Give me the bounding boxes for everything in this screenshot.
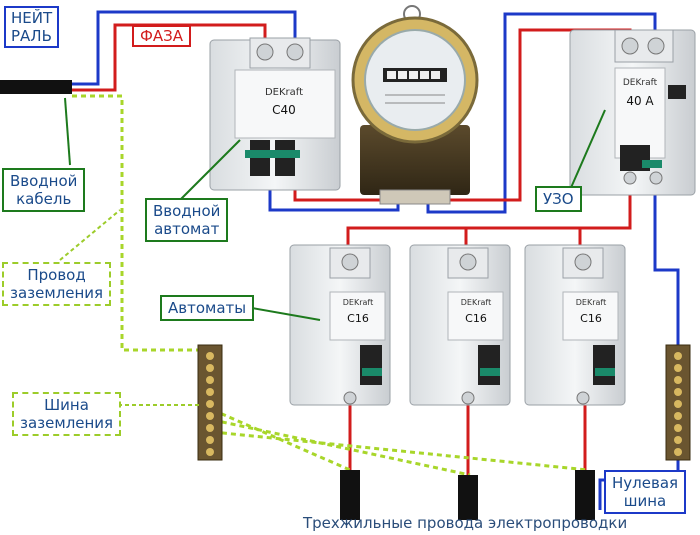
neutral-bus — [665, 344, 691, 461]
electricity-meter — [351, 5, 479, 205]
input-breaker-label-line2: автомат — [154, 220, 220, 238]
rcd-marking: 40 A — [626, 94, 654, 108]
neutral-bus-label-line2: шина — [623, 492, 667, 510]
branch-breaker-2: DEKraft C16 — [409, 244, 511, 406]
input-breaker-marking: C40 — [272, 103, 296, 117]
ground-wires — [72, 94, 589, 477]
input-cable-label-line1: Вводной — [10, 172, 78, 190]
breakers-label: Автоматы — [160, 295, 255, 321]
branch-breaker-3: DEKraft C16 — [524, 244, 626, 406]
ground-wire-label-line1: Провод — [27, 266, 86, 284]
input-cable-label-line2: кабель — [16, 190, 72, 208]
ground-bus-label-line2: заземления — [20, 414, 114, 432]
neutral-rail-label: НЕЙТ РАЛЬ — [4, 6, 60, 48]
neutral-bus-label-line1: Нулевая — [612, 474, 679, 492]
input-cable — [0, 80, 72, 94]
ground-wire-label: Провод заземления — [2, 262, 112, 306]
input-breaker-label-line1: Вводной — [153, 202, 221, 220]
rcd-label: УЗО — [535, 186, 582, 212]
ground-bus-label-line1: Шина — [44, 396, 89, 414]
rcd-brand: DEKraft — [623, 78, 658, 88]
branch-breaker-2-brand: DEKraft — [461, 298, 491, 307]
input-cable-label: Вводной кабель — [2, 168, 86, 212]
branch-breaker-3-marking: C16 — [580, 312, 602, 325]
output-cables — [340, 470, 595, 520]
input-breaker-brand: DEKraft — [265, 87, 303, 98]
neutral-rail-label-line2: РАЛЬ — [11, 27, 52, 45]
ground-bus — [197, 344, 223, 461]
phase-label: ФАЗА — [132, 25, 192, 47]
branch-breaker-1-brand: DEKraft — [343, 298, 373, 307]
input-breaker: DEKraft C40 — [209, 37, 341, 191]
branch-breaker-1: DEKraft C16 — [289, 244, 391, 406]
branch-breaker-2-marking: C16 — [465, 312, 487, 325]
branch-breaker-3-brand: DEKraft — [576, 298, 606, 307]
rcd-device: DEKraft 40 A — [569, 29, 696, 196]
input-breaker-label: Вводной автомат — [145, 198, 229, 242]
branch-breaker-1-marking: C16 — [347, 312, 369, 325]
ground-bus-label: Шина заземления — [12, 392, 122, 436]
bottom-caption: Трехжильные провода электропроводки — [303, 514, 628, 532]
callout-pointers-dashed — [59, 209, 200, 406]
neutral-bus-label: Нулевая шина — [604, 470, 687, 514]
ground-wire-label-line2: заземления — [10, 284, 104, 302]
neutral-rail-label-line1: НЕЙТ — [11, 9, 53, 27]
